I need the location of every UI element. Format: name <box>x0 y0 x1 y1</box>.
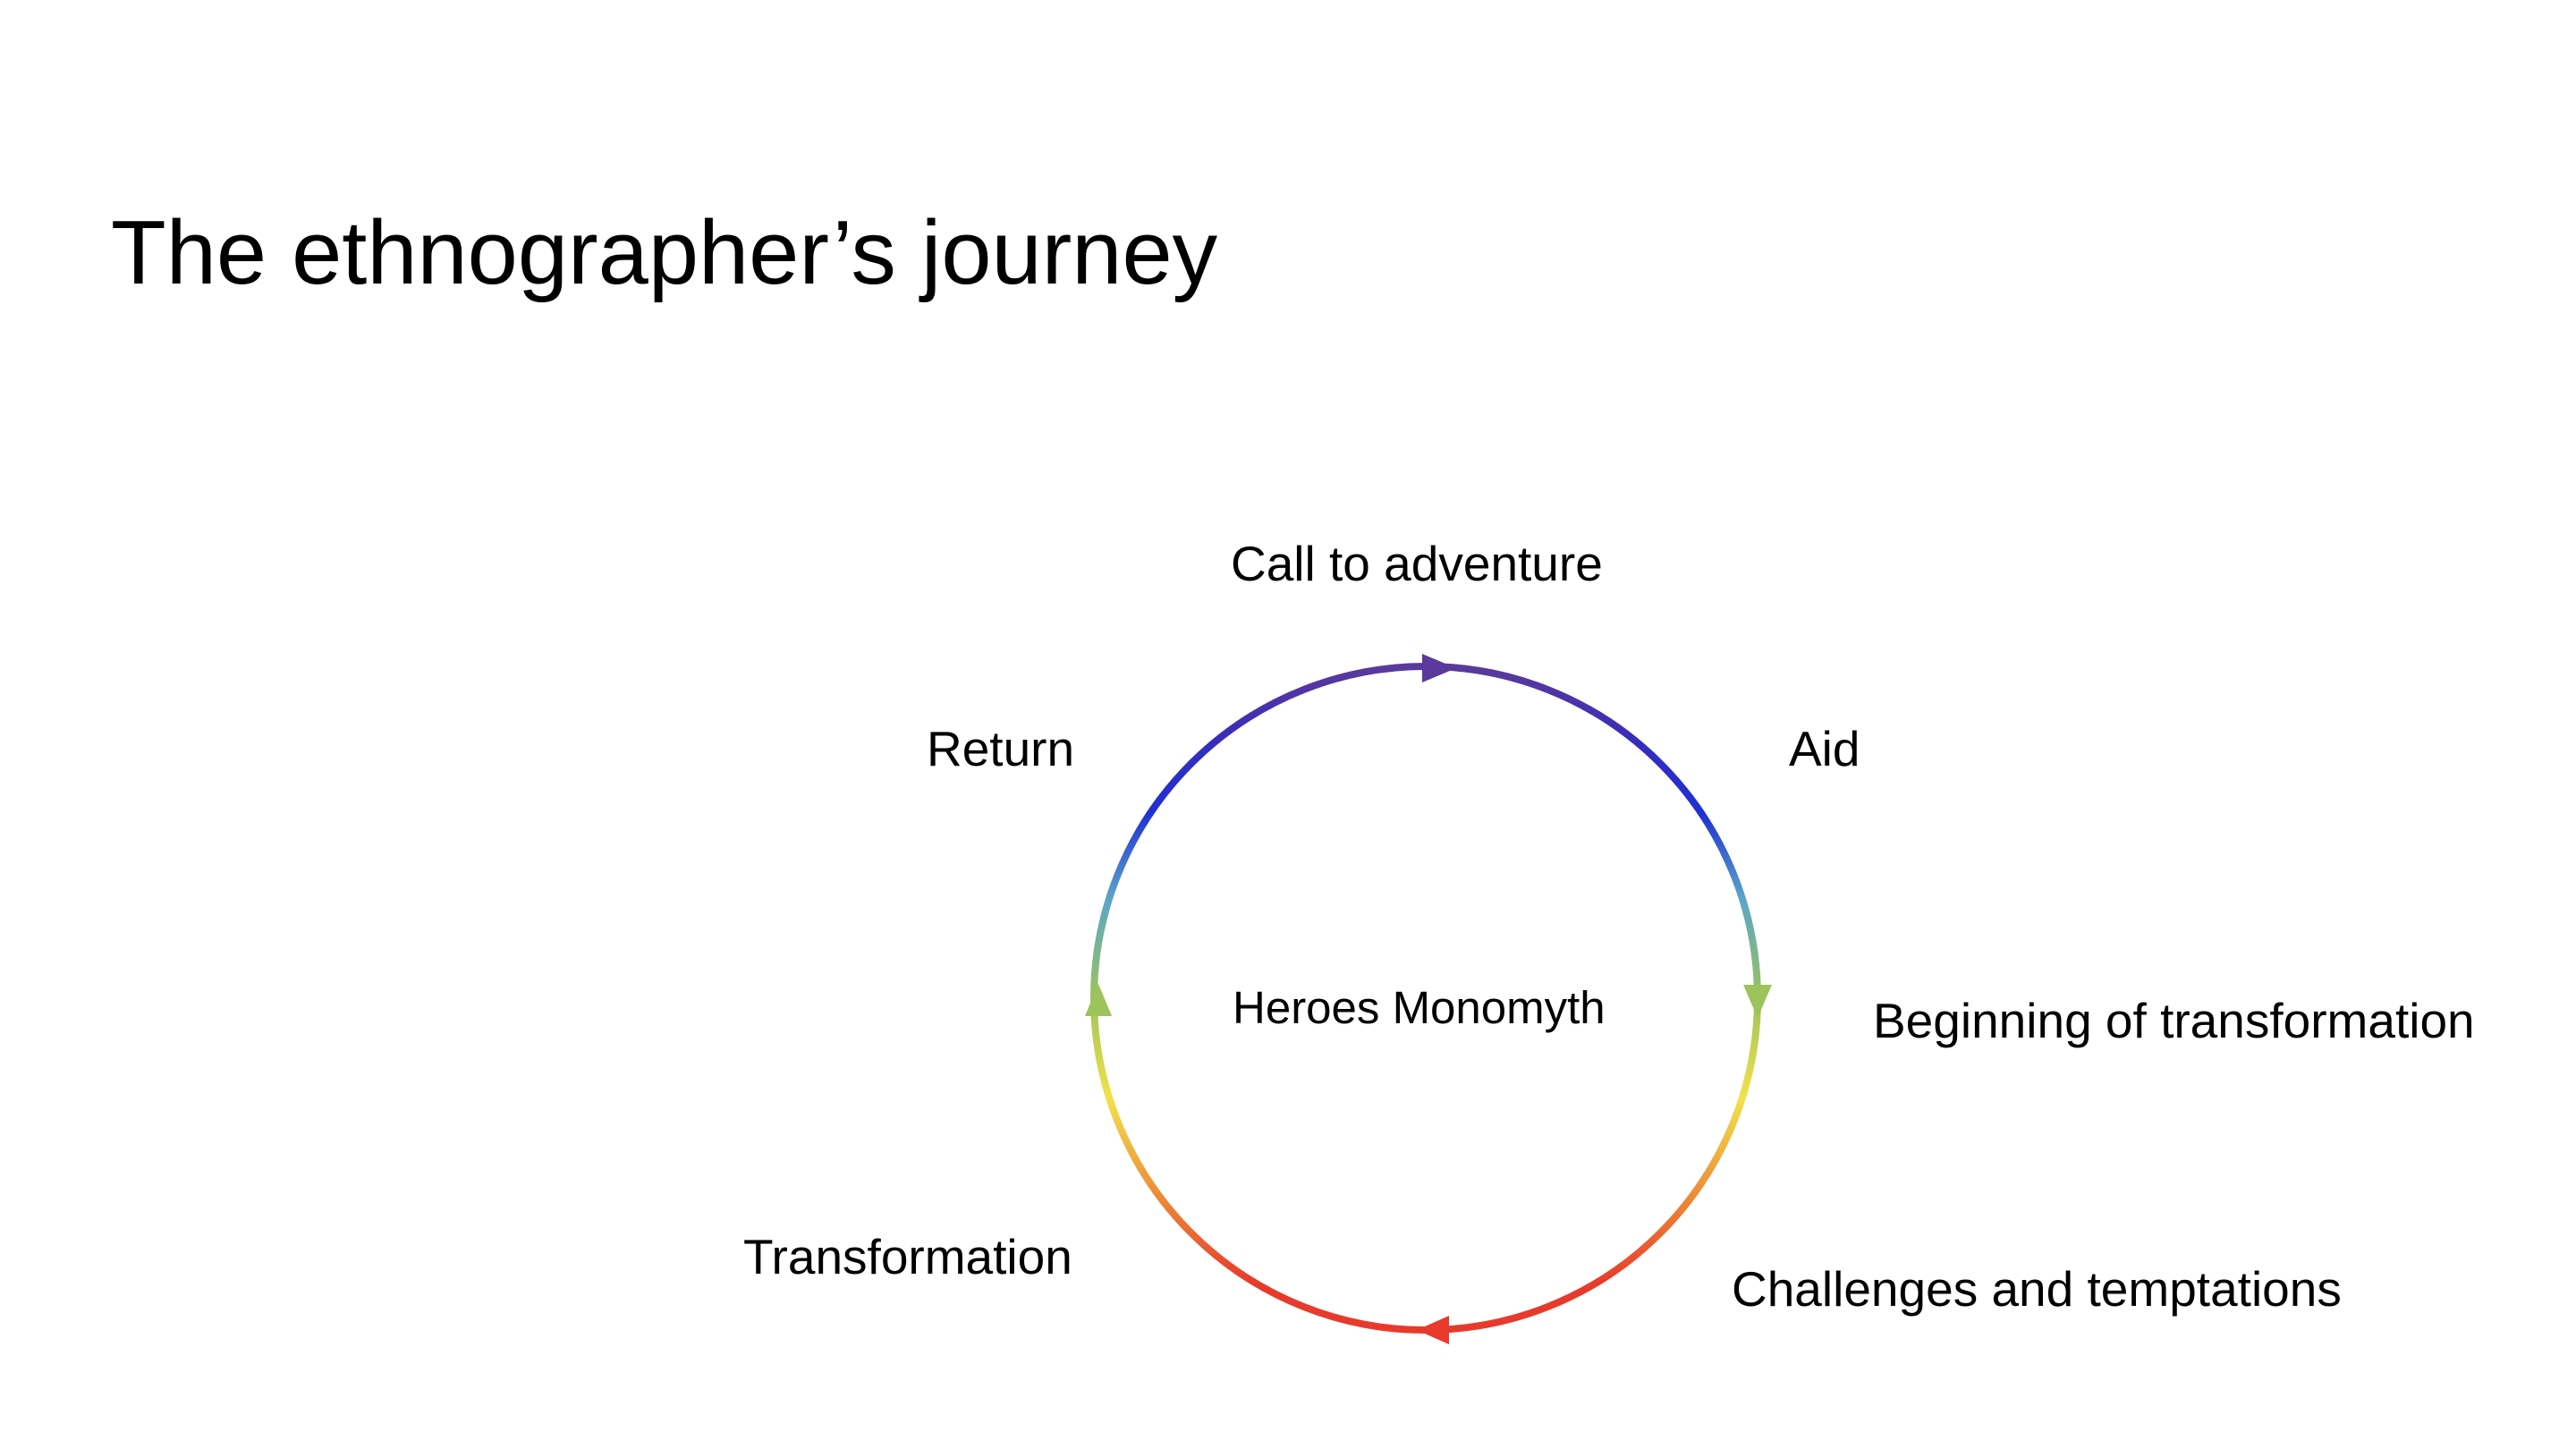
arrowhead-right <box>1743 985 1772 1018</box>
arrowhead-left <box>1085 984 1112 1016</box>
arrowhead-bottom <box>1417 1316 1449 1344</box>
stage-call-to-adventure: Call to adventure <box>1231 536 1603 591</box>
stage-transformation: Transformation <box>743 1229 1072 1284</box>
arrowhead-top <box>1422 654 1456 682</box>
slide-title: The ethnographer’s journey <box>111 203 1218 303</box>
stage-challenges-and-temptations: Challenges and temptations <box>1732 1261 2342 1317</box>
stage-return: Return <box>927 721 1075 776</box>
stage-aid: Aid <box>1789 721 1860 776</box>
stage-beginning-of-transformation: Beginning of transformation <box>1873 993 2475 1048</box>
center-label: Heroes Monomyth <box>1233 982 1606 1033</box>
